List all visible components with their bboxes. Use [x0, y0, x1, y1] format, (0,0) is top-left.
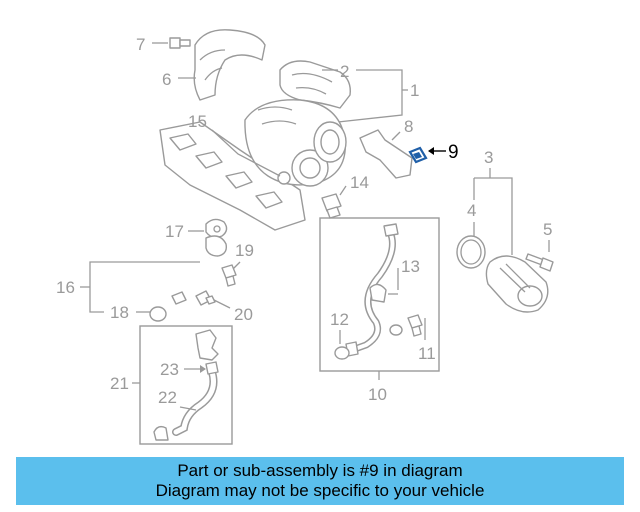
label-12: 12: [330, 310, 349, 329]
box-21: [139, 325, 233, 445]
part-7-bolt: [169, 37, 191, 49]
leader-8: [391, 131, 401, 141]
label-2: 2: [340, 62, 349, 81]
part-19-bolt: [221, 264, 237, 287]
label-20: 20: [234, 305, 253, 324]
label-22: 22: [158, 388, 177, 407]
label-7: 7: [136, 35, 145, 54]
part-17-gasket: [205, 218, 228, 239]
label-16: 16: [56, 278, 75, 297]
part-20-bolt: [195, 290, 216, 306]
leader-15: [211, 129, 281, 177]
leader-14: [339, 185, 347, 196]
part-9-bolt: [408, 146, 428, 164]
part-10-pipe: [345, 223, 399, 357]
label-9: 9: [448, 142, 459, 163]
part-14-fitting: [321, 193, 342, 219]
label-17: 17: [165, 222, 184, 241]
part-13-clamp: [369, 283, 387, 303]
part-12-gasket: [334, 346, 350, 360]
label-18: 18: [110, 303, 129, 322]
part-8-bracket: [359, 129, 413, 179]
label-1: 1: [410, 81, 419, 100]
banner-line-1: Part or sub-assembly is #9 in diagram: [177, 461, 463, 480]
label-3: 3: [484, 148, 493, 167]
part-23-clamp: [195, 329, 219, 361]
part-1-turbocharger: [159, 99, 347, 231]
part-18-gasket: [149, 306, 167, 322]
label-19: 19: [235, 241, 254, 260]
arrow-9: [428, 147, 434, 155]
leader-20: [213, 299, 231, 309]
part-11-bolt: [389, 314, 423, 337]
part-15-gasket: [277, 171, 291, 185]
part-6-heat-shield: [193, 29, 266, 101]
part-16-pipe: [171, 235, 228, 305]
label-10: 10: [368, 385, 387, 404]
info-banner: Part or sub-assembly is #9 in diagram Di…: [16, 457, 624, 505]
label-13: 13: [401, 257, 420, 276]
bracket-3: [474, 177, 513, 255]
part-3-housing: [485, 255, 549, 313]
banner-line-2: Diagram may not be specific to your vehi…: [155, 481, 485, 500]
part-5-bolt: [525, 253, 554, 272]
bracket-1: [337, 69, 403, 123]
label-4: 4: [467, 201, 476, 220]
label-23: 23: [160, 360, 179, 379]
label-21: 21: [110, 374, 129, 393]
label-8: 8: [404, 117, 413, 136]
part-22-hose: [172, 361, 219, 436]
part-2-heat-shield: [279, 60, 351, 109]
label-15: 15: [188, 112, 207, 131]
bracket-16: [89, 261, 200, 313]
label-14: 14: [350, 173, 369, 192]
label-6: 6: [162, 70, 171, 89]
label-11: 11: [418, 344, 436, 363]
part-21-clip: [153, 425, 169, 441]
label-5: 5: [543, 220, 552, 239]
leader-22: [179, 406, 197, 411]
